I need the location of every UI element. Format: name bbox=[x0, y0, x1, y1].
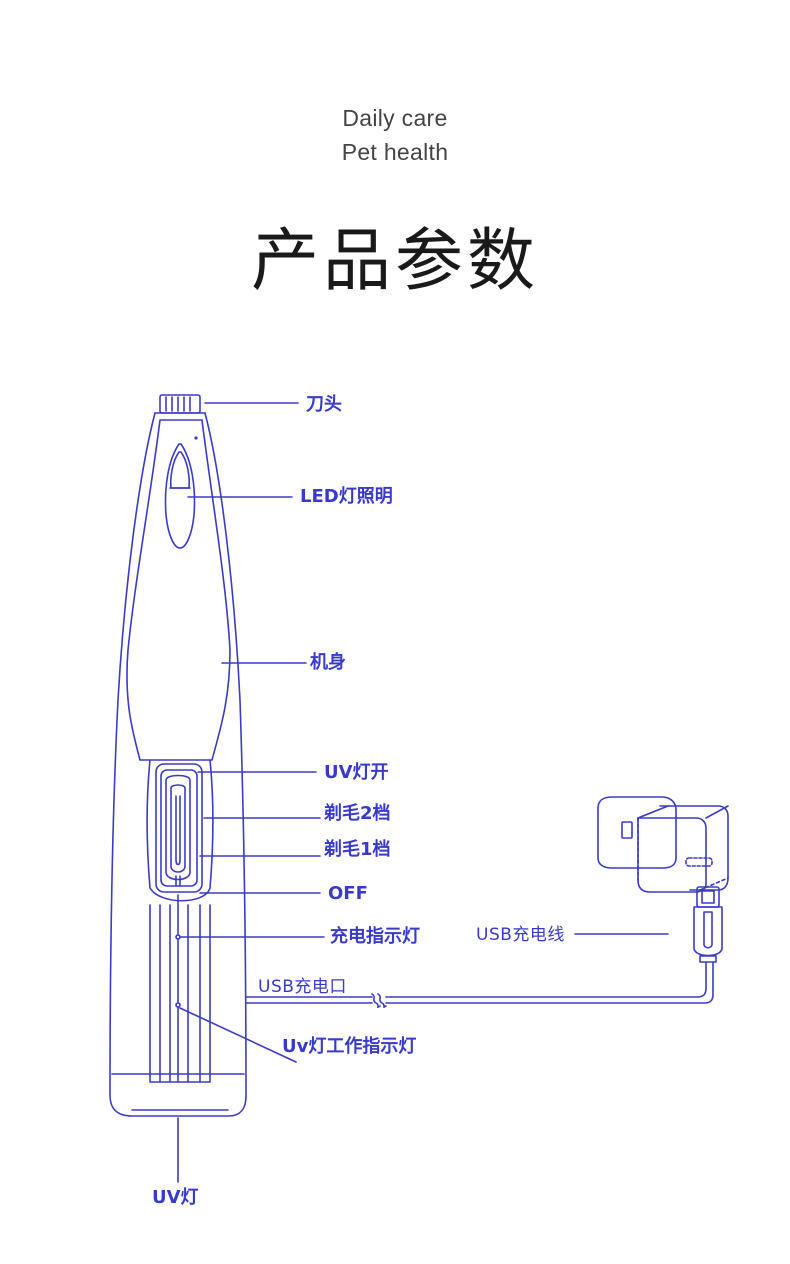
label-led-light: LED灯照明 bbox=[300, 486, 393, 507]
usb-cable-shape bbox=[245, 886, 723, 1009]
label-charge-indicator: 充电指示灯 bbox=[330, 926, 420, 947]
front-panel bbox=[126, 419, 231, 761]
leader-uv-work-indicator bbox=[179, 1007, 297, 1063]
led-window bbox=[164, 436, 198, 549]
power-adapter bbox=[597, 796, 729, 893]
label-uv-light: UV灯 bbox=[152, 1187, 199, 1208]
leader-lines bbox=[177, 402, 669, 1183]
label-trim-level-2: 剃毛2档 bbox=[324, 803, 391, 824]
label-uv-work-indicator: Uv灯工作指示灯 bbox=[282, 1036, 417, 1057]
label-usb-port: USB充电口 bbox=[258, 977, 347, 997]
label-body: 机身 bbox=[310, 652, 346, 673]
trimmer-device bbox=[109, 394, 247, 1117]
blade-head-shape bbox=[154, 394, 206, 414]
tagline-pet-health: Pet health bbox=[341, 139, 449, 165]
page-title: 产品参数 bbox=[250, 222, 539, 301]
label-trim-level-1: 剃毛1档 bbox=[324, 839, 391, 860]
label-usb-cable: USB充电线 bbox=[476, 925, 565, 945]
tagline-daily-care: Daily care bbox=[342, 105, 448, 131]
label-off: OFF bbox=[328, 883, 368, 904]
switch-window bbox=[155, 763, 203, 893]
label-blade-head: 刀头 bbox=[306, 394, 342, 415]
body-outline bbox=[109, 412, 247, 1117]
label-uv-on: UV灯开 bbox=[324, 762, 389, 783]
lower-handle bbox=[111, 894, 245, 1111]
